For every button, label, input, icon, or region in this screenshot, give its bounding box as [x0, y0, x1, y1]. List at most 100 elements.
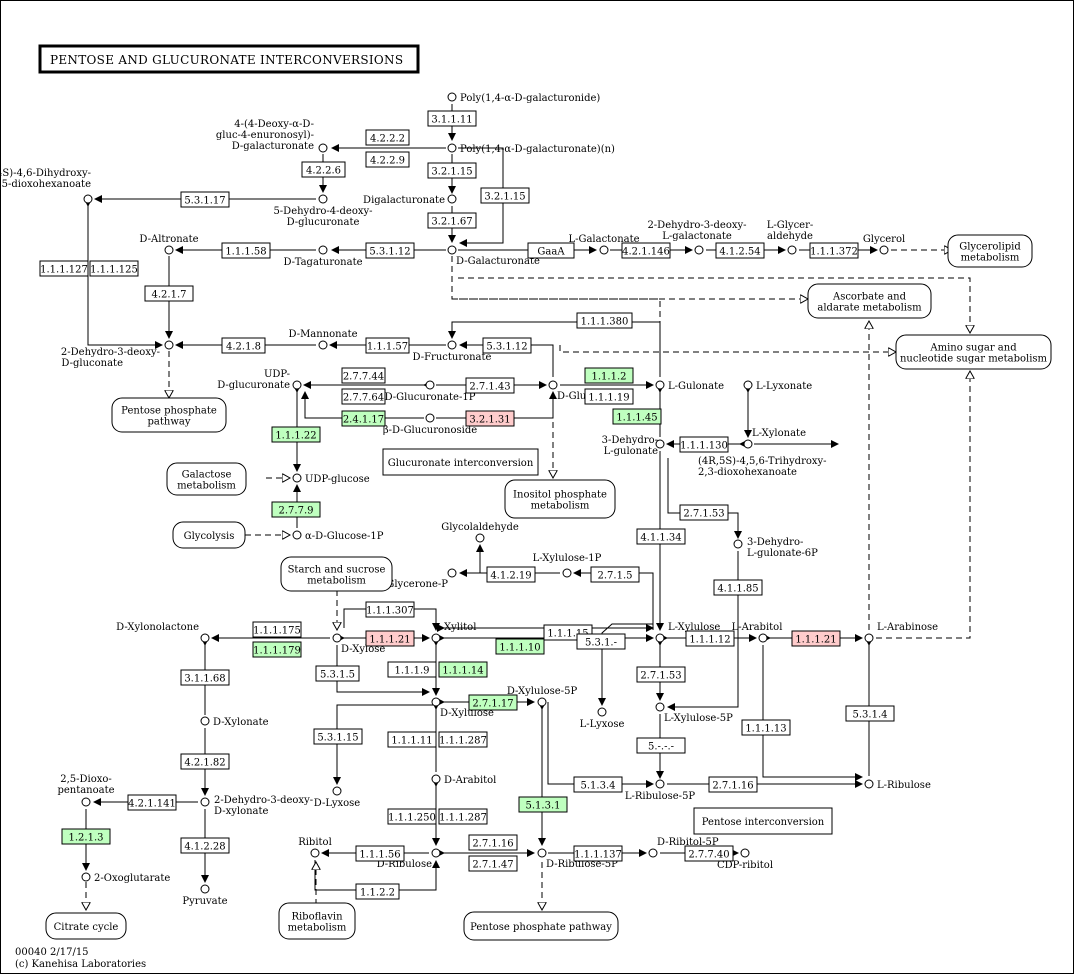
enzyme-box-frame[interactable] — [708, 776, 758, 793]
enzyme-box-1-1-1-58[interactable]: 1.1.1.58 — [221, 242, 271, 259]
enzyme-box-frame[interactable] — [315, 665, 360, 682]
enzyme-box-frame[interactable] — [89, 260, 139, 277]
enzyme-box-frame[interactable] — [468, 834, 518, 851]
enzyme-box-1-1-1-57[interactable]: 1.1.1.57 — [365, 337, 410, 354]
compound-c1[interactable]: Poly(1,4-α-D-galacturonide) — [447, 92, 600, 104]
enzyme-box-frame[interactable] — [61, 828, 111, 845]
compound-c9[interactable]: D-Galacturonate — [447, 245, 540, 267]
enzyme-box-1-1-1-175[interactable]: 1.1.1.175 — [252, 621, 302, 638]
compound-c52[interactable]: CDP-ribitol — [717, 848, 773, 871]
compound-c45[interactable]: L-Ribulose-5P — [625, 779, 696, 802]
enzyme-box-4-2-2-9[interactable]: 4.2.2.9 — [365, 151, 410, 168]
compound-c20[interactable]: L-Gulonate — [655, 380, 724, 392]
enzyme-box-5-3-1-15[interactable]: 5.3.1.15 — [313, 728, 363, 745]
enzyme-box-frame[interactable] — [465, 410, 515, 427]
compound-node[interactable] — [548, 380, 558, 390]
compound-c51[interactable]: D-Ribitol-5P — [648, 837, 719, 858]
map-link-frame[interactable] — [172, 521, 246, 549]
enzyme-box-1-1-1-250[interactable]: 1.1.1.250 — [387, 808, 437, 825]
enzyme-box-frame[interactable] — [684, 845, 734, 862]
enzyme-box-frame[interactable] — [636, 737, 686, 754]
compound-c2[interactable]: Poly(1,4-α-D-galacturonate)(n) — [447, 143, 615, 155]
enzyme-box-2-7-7-44[interactable]: 2.7.7.44 — [341, 367, 386, 384]
enzyme-box-1-1-1-19[interactable]: 1.1.1.19 — [584, 388, 634, 405]
enzyme-box-1-1-1-12[interactable]: 1.1.1.12 — [685, 630, 735, 647]
compound-node[interactable] — [655, 779, 665, 789]
compound-node[interactable] — [81, 872, 91, 882]
compound-c8[interactable]: D-Tagaturonate — [283, 245, 363, 268]
enzyme-box-4-2-1-141[interactable]: 4.2.1.141 — [127, 794, 177, 811]
compound-c54[interactable]: 2-Oxoglutarate — [81, 872, 170, 884]
enzyme-box-frame[interactable] — [387, 808, 437, 825]
map-link-pentose-phosphate-pathway[interactable]: Pentose phosphate pathway — [463, 911, 619, 941]
enzyme-box-frame[interactable] — [39, 260, 89, 277]
map-link-glycolysis[interactable]: Glycolysis — [172, 521, 246, 549]
compound-c41[interactable]: L-Xylulose-5P — [655, 702, 733, 724]
compound-c48[interactable]: 2-Dehydro-3-deoxy-D-xylonate — [200, 795, 313, 817]
enzyme-box-frame[interactable] — [427, 212, 477, 229]
enzyme-box-frame[interactable] — [468, 694, 518, 711]
compound-node[interactable] — [864, 779, 874, 789]
enzyme-box-frame[interactable] — [482, 337, 532, 354]
enzyme-box-4-1-2-54[interactable]: 4.1.2.54 — [715, 242, 765, 259]
compound-node[interactable] — [655, 633, 665, 643]
enzyme-box-frame[interactable] — [573, 845, 623, 862]
compound-node[interactable] — [537, 697, 547, 707]
enzyme-box-frame[interactable] — [365, 129, 410, 146]
enzyme-box-1-1-1-22[interactable]: 1.1.1.22 — [271, 426, 321, 443]
enzyme-box-frame[interactable] — [480, 187, 530, 204]
enzyme-box-3-1-1-68[interactable]: 3.1.1.68 — [180, 669, 230, 686]
enzyme-box-frame[interactable] — [144, 285, 194, 302]
enzyme-box-2-7-1-16[interactable]: 2.7.1.16 — [468, 834, 518, 851]
enzyme-box-1-1-1-9[interactable]: 1.1.1.9 — [387, 661, 437, 678]
enzyme-box-5-3-1-17[interactable]: 5.3.1.17 — [180, 191, 230, 208]
enzyme-box-3-2-1-15[interactable]: 3.2.1.15 — [427, 162, 477, 179]
enzyme-box-2-7-1-17[interactable]: 2.7.1.17 — [468, 694, 518, 711]
compound-c23[interactable]: 3-Dehydro-L-gulonate — [602, 435, 665, 457]
enzyme-box-1-2-1-3[interactable]: 1.2.1.3 — [61, 828, 111, 845]
enzyme-box-2-4-1-17[interactable]: 2.4.1.17 — [341, 410, 386, 427]
compound-c34[interactable]: L-Xylulose — [655, 622, 720, 643]
compound-node[interactable] — [447, 194, 457, 204]
enzyme-box-frame[interactable] — [365, 151, 410, 168]
compound-node[interactable] — [318, 143, 328, 153]
compound-node[interactable] — [431, 633, 441, 643]
compound-c26[interactable]: UDP-glucose — [292, 473, 370, 485]
enzyme-box-frame[interactable] — [486, 566, 536, 583]
compound-node[interactable] — [83, 194, 93, 204]
enzyme-box-frame[interactable] — [271, 501, 321, 518]
enzyme-box-5------[interactable]: 5.-.-.- — [636, 737, 686, 754]
map-link-frame[interactable] — [947, 234, 1033, 268]
compound-node[interactable] — [740, 848, 750, 858]
compound-c47[interactable]: 2,5-Dioxo-pentanoate — [57, 774, 115, 807]
enzyme-box-5-3-1-12[interactable]: 5.3.1.12 — [482, 337, 532, 354]
enzyme-box-frame[interactable] — [180, 837, 230, 854]
compound-c28[interactable]: α-D-Glucose-1P — [292, 530, 384, 542]
compound-c14[interactable]: D-Mannonate — [288, 329, 358, 350]
compound-node[interactable] — [655, 380, 665, 390]
enzyme-box-1-1-1-13[interactable]: 1.1.1.13 — [741, 719, 791, 736]
compound-c22[interactable]: β-D-Glucuronoside — [383, 413, 477, 436]
enzyme-box-1-1-1-2[interactable]: 1.1.1.2 — [584, 367, 634, 384]
enzyme-box-3-2-1-31[interactable]: 3.2.1.31 — [465, 410, 515, 427]
compound-node[interactable] — [164, 340, 174, 350]
enzyme-box-frame[interactable] — [252, 641, 302, 658]
enzyme-box-frame[interactable] — [221, 337, 266, 354]
compound-c13[interactable]: Glycerol — [863, 234, 905, 255]
enzyme-box-4-1-2-28[interactable]: 4.1.2.28 — [180, 837, 230, 854]
compound-node[interactable] — [694, 245, 704, 255]
compound-c3[interactable]: 4-(4-Deoxy-α-D-gluc-4-enuronosyl)-D-gala… — [216, 119, 328, 153]
enzyme-box-frame[interactable] — [495, 638, 545, 655]
compound-node[interactable] — [599, 245, 609, 255]
enzyme-box-1-1-1-56[interactable]: 1.1.1.56 — [355, 845, 405, 862]
enzyme-box-1-1-1-127[interactable]: 1.1.1.127 — [39, 260, 89, 277]
enzyme-box-5-1-3-4[interactable]: 5.1.3.4 — [573, 776, 623, 793]
enzyme-box-frame[interactable] — [679, 436, 729, 453]
compound-node[interactable] — [164, 245, 174, 255]
enzyme-box-4-2-1-7[interactable]: 4.2.1.7 — [144, 285, 194, 302]
compound-c33[interactable]: Xylitol — [431, 622, 476, 643]
enzyme-box-3-2-1-67[interactable]: 3.2.1.67 — [427, 212, 477, 229]
compound-node[interactable] — [431, 697, 441, 707]
